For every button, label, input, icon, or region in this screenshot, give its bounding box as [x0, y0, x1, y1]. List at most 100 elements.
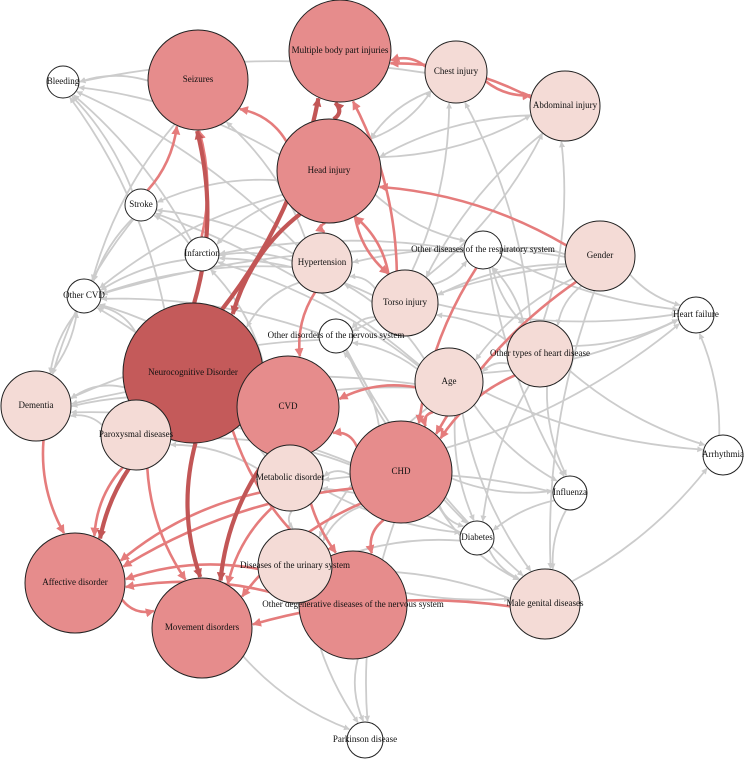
node-label-chest: Chest injury [434, 66, 479, 76]
node-torso: Torso injury [371, 269, 439, 337]
node-label-other_nervous: Other disorders of the nervous system [268, 330, 405, 340]
edge-seizures-to-other_cvd [90, 123, 176, 281]
node-label-metabolic: Metabolic disorder [256, 472, 324, 482]
node-circle-multiple_body [288, 0, 392, 103]
edge-head_injury-to-multiple_body [332, 101, 345, 121]
node-abdominal: Abdominal injury [529, 70, 601, 142]
node-label-movement: Movement disorders [165, 622, 240, 632]
node-label-other_resp: Other diseases of the respiratory system [411, 244, 555, 254]
node-circle-head_injury [276, 118, 382, 224]
edge-movement-to-parkinson [242, 655, 350, 731]
edge-hypertension-to-neurocognitive [246, 281, 300, 328]
edge-chd-to-affective [122, 487, 353, 568]
node-infarction: Infarction [184, 236, 220, 272]
node-urinary: Diseases of the urinary system [240, 528, 350, 604]
node-circle-urinary [257, 528, 333, 604]
node-chd: CHD [349, 420, 453, 524]
node-label-neurocognitive: Neurocognitive Disorder [148, 367, 238, 377]
node-dementia: Dementia [0, 370, 72, 442]
node-male_genital: Male genital diseases [507, 568, 584, 640]
node-circle-diabetes [459, 520, 495, 556]
node-circle-affective [24, 532, 126, 634]
edge-neurocognitive-to-other_cvd [98, 304, 137, 334]
edge-gender-to-male_genital [547, 290, 596, 569]
edge-other_heart-to-chest [464, 102, 532, 323]
node-label-male_genital: Male genital diseases [507, 598, 584, 608]
node-label-infarction: Infarction [184, 248, 220, 258]
edge-abdominal-to-torso [425, 132, 544, 278]
node-circle-arrhythmia [702, 434, 744, 476]
edge-other_degen-to-parkinson [353, 658, 365, 722]
node-label-heart_failure: Heart failure [673, 309, 719, 319]
edge-abdominal-to-head_injury [379, 114, 532, 158]
node-label-other_heart: Other types of heart disease [490, 348, 590, 358]
node-circle-age [414, 347, 484, 417]
node-label-age: Age [442, 376, 457, 386]
edge-influenza-to-male_genital [549, 509, 568, 570]
node-label-abdominal: Abdominal injury [533, 100, 598, 110]
node-circle-heart_failure [677, 296, 715, 334]
node-diabetes: Diabetes [459, 520, 495, 556]
edge-diabetes-to-male_genital [488, 549, 520, 580]
node-affective: Affective disorder [24, 532, 126, 634]
node-label-affective: Affective disorder [42, 577, 108, 587]
edge-metabolic-to-urinary [286, 510, 294, 529]
edge-torso-to-heart_failure [437, 303, 678, 323]
node-other_resp: Other diseases of the respiratory system [411, 230, 555, 270]
edge-infarction-to-other_cvd [100, 258, 187, 291]
edge-hypertension-to-infarction [219, 251, 293, 262]
edge-chd-to-heart_failure [445, 323, 680, 449]
node-label-chd: CHD [391, 466, 411, 476]
edge-urinary-to-affective [124, 563, 259, 581]
edge-arrhythmia-to-heart_failure [698, 333, 721, 436]
edge-torso-to-hypertension [349, 273, 377, 290]
edge-stroke-to-seizures [146, 125, 181, 192]
edge-chd-to-other_degen [365, 518, 385, 555]
edge-chd-to-cvd [332, 427, 358, 448]
edge-head_injury-to-stroke [157, 178, 278, 203]
edge-paroxysmal-to-movement [146, 468, 187, 581]
edge-hypertension-to-seizures [226, 121, 307, 239]
edge-chd-to-diabetes [438, 505, 464, 528]
edge-other_heart-to-diabetes [480, 384, 531, 522]
node-circle-stroke [124, 188, 158, 222]
edge-stroke-to-bleeding [71, 95, 134, 192]
edge-neurocognitive-to-movement [185, 442, 203, 578]
edge-head_injury-to-seizures [239, 106, 288, 142]
node-circle-torso [371, 269, 439, 337]
edge-hypertension-to-cvd [294, 291, 317, 358]
node-circle-bleeding [46, 65, 80, 99]
node-arrhythmia: Arrhythmia [702, 434, 744, 476]
node-circle-movement [151, 577, 253, 679]
node-other_cvd: Other CVD [63, 278, 105, 314]
edge-gender-to-heart_failure [629, 273, 681, 307]
node-circle-metabolic [256, 444, 324, 512]
node-label-stroke: Stroke [129, 199, 153, 209]
edge-other_resp-to-other_heart [491, 266, 525, 325]
node-metabolic: Metabolic disorder [256, 444, 324, 512]
edge-torso-to-other_resp [432, 260, 468, 286]
edge-other_heart-to-heart_failure [571, 318, 679, 347]
node-parkinson: Parkinson disease [333, 721, 397, 759]
node-label-influenza: Influenza [553, 487, 587, 497]
node-label-other_degen: Other degenerative diseases of the nervo… [262, 599, 443, 609]
edge-head_injury-to-abdominal [379, 114, 531, 159]
node-circle-hypertension [291, 232, 353, 294]
node-circle-abdominal [529, 70, 601, 142]
node-circle-gender [564, 220, 636, 292]
edge-other_resp-to-heart_failure [500, 254, 679, 312]
node-influenza: Influenza [552, 475, 588, 511]
edge-torso-to-abdominal [425, 133, 544, 279]
edge-age-to-influenza [473, 404, 558, 482]
edge-male_genital-to-arrhythmia [571, 467, 708, 583]
edge-metabolic-to-movement [225, 505, 275, 585]
node-label-hypertension: Hypertension [298, 257, 347, 267]
node-gender: Gender [564, 220, 636, 292]
edge-other_heart-to-arrhythmia [568, 369, 706, 447]
node-label-head_injury: Head injury [308, 165, 351, 175]
edge-neurocognitive-to-seizures [192, 130, 210, 304]
node-label-gender: Gender [587, 250, 614, 260]
edge-paroxysmal-to-dementia [70, 412, 104, 426]
edge-chest-to-head_injury [370, 90, 432, 139]
